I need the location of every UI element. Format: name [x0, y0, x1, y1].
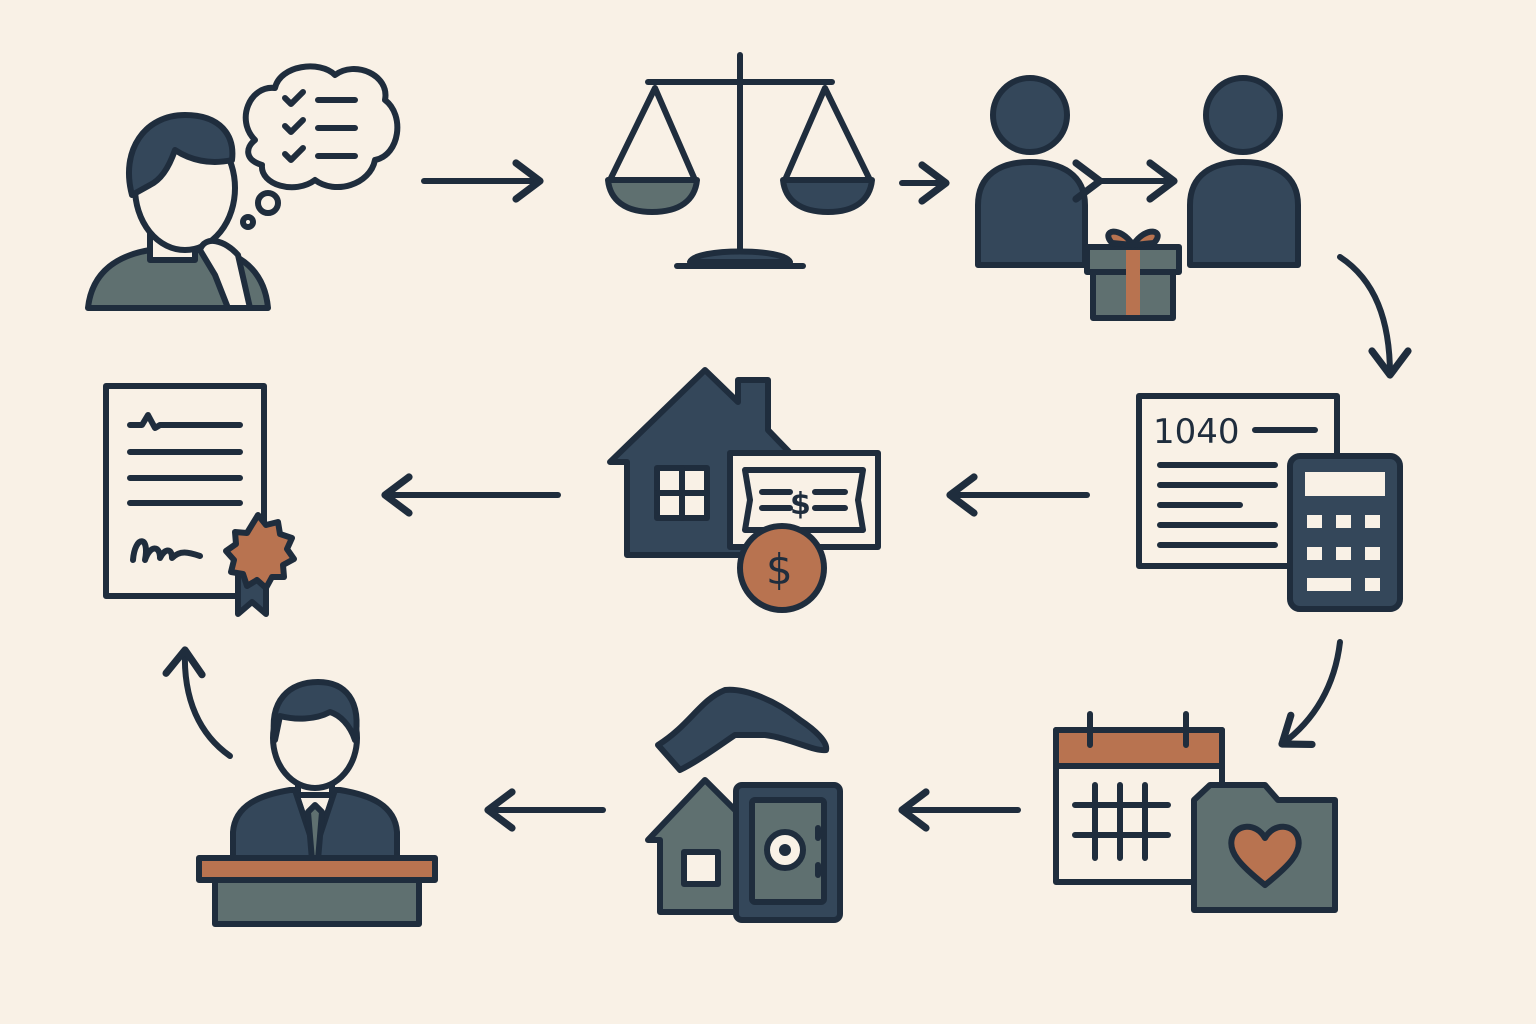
bill-currency-symbol: $ [790, 487, 811, 522]
speaker-podium-icon [196, 679, 438, 927]
tax-form-label: 1040 [1153, 412, 1240, 452]
arrow-7-to-6 [162, 646, 233, 759]
arrow-3-to-4 [1337, 254, 1412, 379]
coin-currency-symbol: $ [766, 545, 793, 594]
arrow-4-to-9 [1278, 639, 1343, 749]
house-money-icon: $ $ [607, 367, 881, 613]
balance-scale-icon [605, 52, 875, 269]
thought-cloud [240, 63, 401, 230]
calendar-folder-heart-icon [1053, 711, 1338, 913]
people-gift-exchange-icon [975, 75, 1301, 321]
signed-certificate-icon [103, 383, 297, 617]
hand-house-safe-icon [645, 686, 843, 923]
thinking-person-icon [85, 63, 401, 311]
tax-form-calculator-icon: 1040 [1136, 393, 1403, 612]
